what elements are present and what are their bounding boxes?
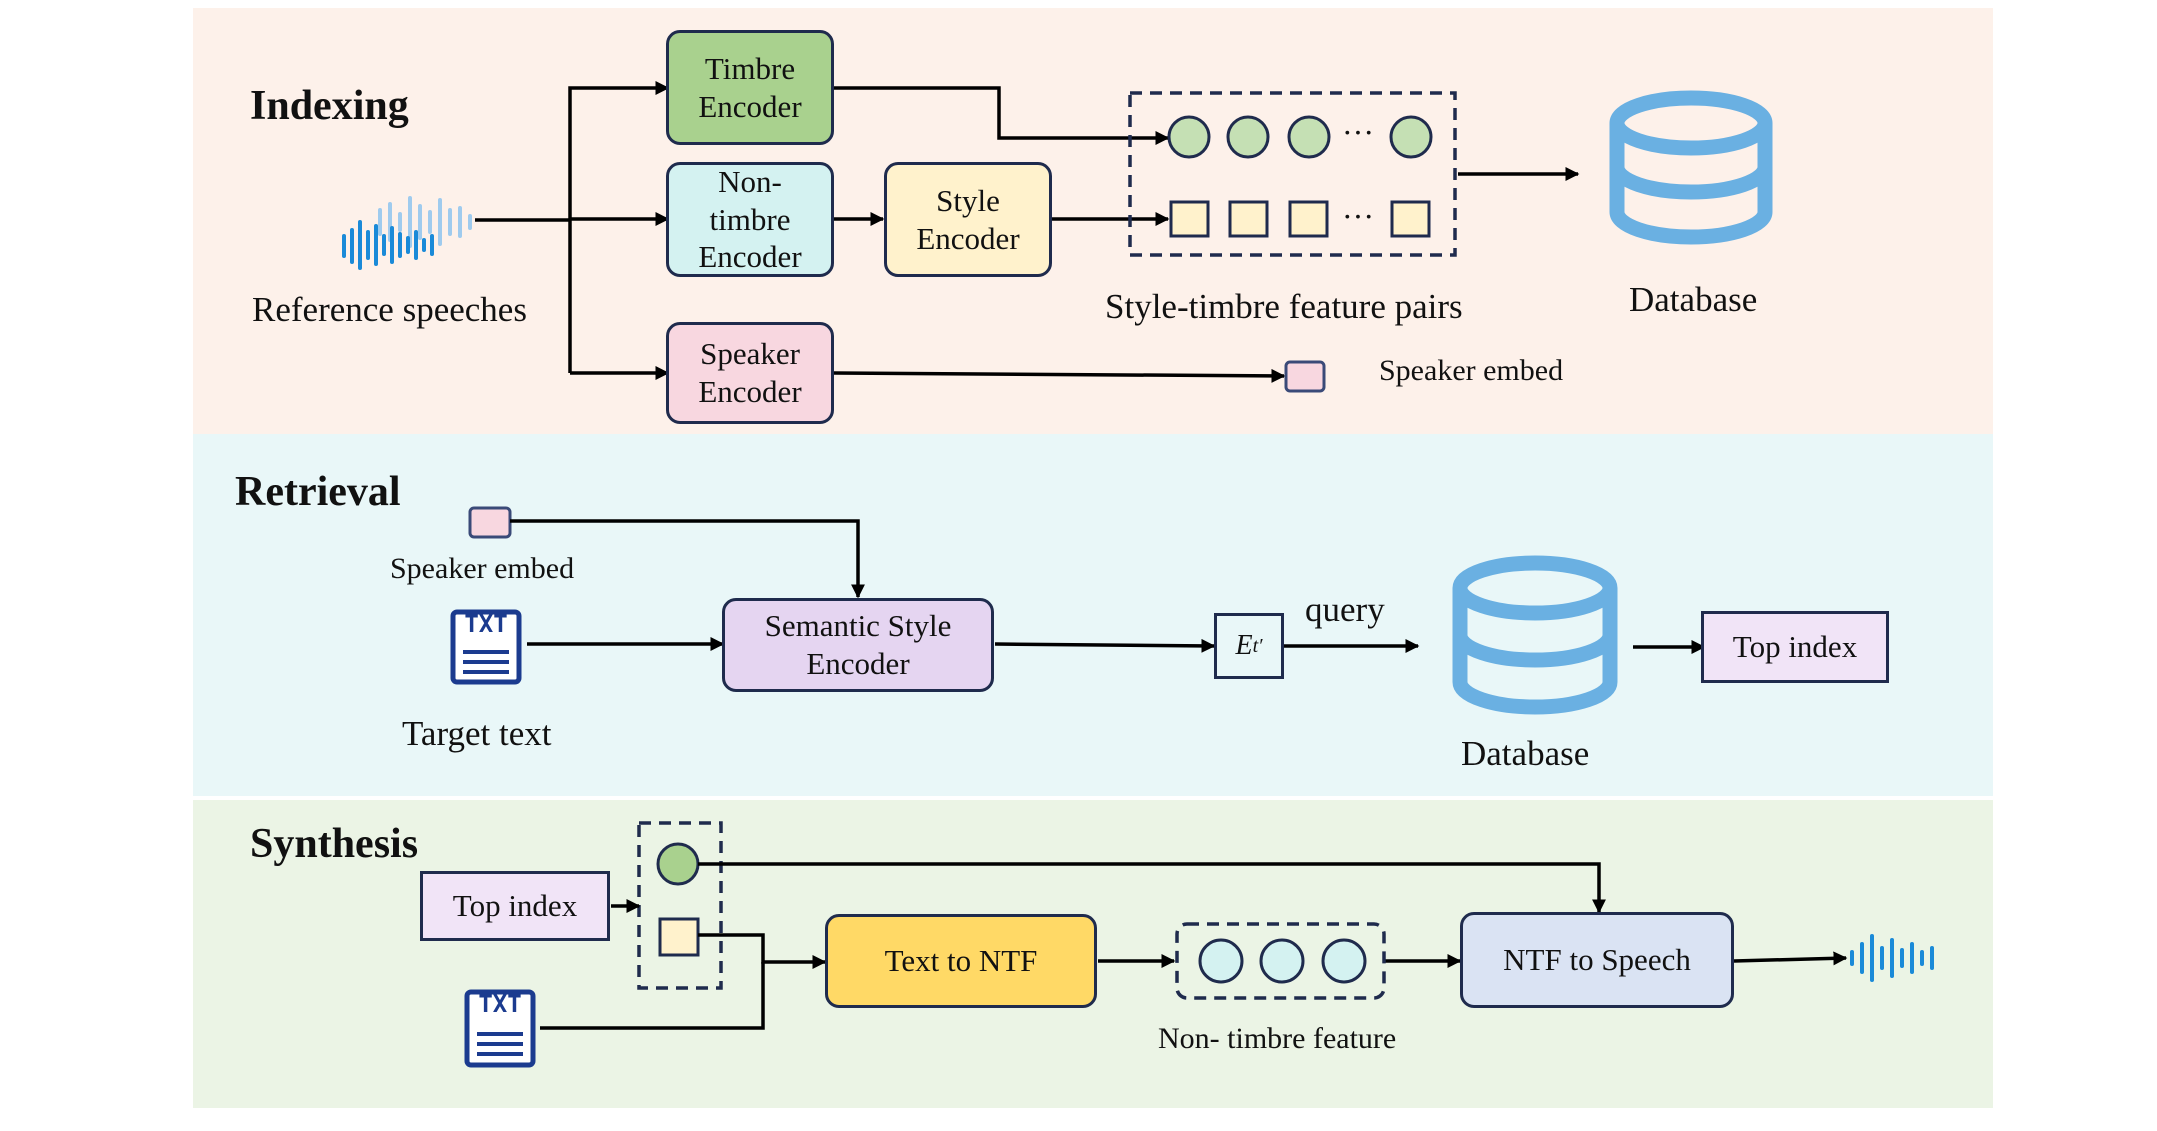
- speaker-embed-square: [468, 506, 512, 539]
- speaker-embed-label: Speaker embed: [390, 552, 575, 585]
- retrieved-timbre-circle: [656, 842, 700, 886]
- database-icon: [1452, 555, 1618, 715]
- indexing-connectors: [475, 81, 1580, 383]
- ntf-to-speech-module: NTF to Speech: [1460, 912, 1734, 1008]
- top-index-box: Top index: [1701, 611, 1889, 683]
- database-icon: [1609, 90, 1773, 245]
- output-waveform-icon: [1850, 934, 1934, 982]
- timbre-feature-circles: [1167, 115, 1433, 159]
- text-to-ntf-module: Text to NTF: [825, 914, 1097, 1008]
- txt-icon-text: TXT: [478, 990, 522, 1018]
- embedding-superscript: t′: [1252, 634, 1263, 657]
- waveform-icon: [342, 196, 472, 270]
- non-timbre-feature-group: [1175, 922, 1386, 1000]
- speaker-encoder: Speaker Encoder: [666, 322, 834, 424]
- retrieved-style-square: [658, 917, 700, 957]
- non-timbre-feature-label: Non- timbre feature: [1158, 1022, 1397, 1055]
- txt-icon: [450, 609, 522, 685]
- speaker-embed-square: [1284, 360, 1326, 393]
- retrieval-title: Retrieval: [235, 469, 401, 515]
- database-label: Database: [1629, 280, 1758, 319]
- non-timbre-encoder: Non- timbre Encoder: [666, 162, 834, 277]
- database-label: Database: [1461, 734, 1590, 773]
- timbre-encoder: Timbre Encoder: [666, 30, 834, 145]
- retrieval-connectors: [510, 519, 1706, 654]
- top-index-box: Top index: [420, 871, 610, 941]
- non-timbre-feature-circles: [1198, 938, 1367, 984]
- synthesis-connectors: [540, 862, 1848, 1030]
- style-feature-squares: [1169, 200, 1431, 238]
- txt-icon: [464, 989, 536, 1068]
- feature-pairs-label: Style-timbre feature pairs: [1105, 287, 1463, 326]
- indexing-title: Indexing: [250, 83, 409, 129]
- timbre-ellipsis: ···: [1342, 114, 1374, 150]
- query-label: query: [1305, 590, 1385, 629]
- txt-icon-text: TXT: [464, 610, 508, 638]
- style-ellipsis: ···: [1342, 198, 1374, 234]
- synthesis-title: Synthesis: [250, 821, 419, 867]
- target-text-label: Target text: [402, 714, 552, 753]
- feature-pairs-group: [1128, 91, 1457, 257]
- style-encoder: Style Encoder: [884, 162, 1052, 277]
- embedding-symbol: E: [1235, 629, 1253, 661]
- reference-speeches-label: Reference speeches: [252, 290, 527, 329]
- speaker-embed-label: Speaker embed: [1379, 354, 1564, 387]
- semantic-style-encoder: Semantic Style Encoder: [722, 598, 994, 692]
